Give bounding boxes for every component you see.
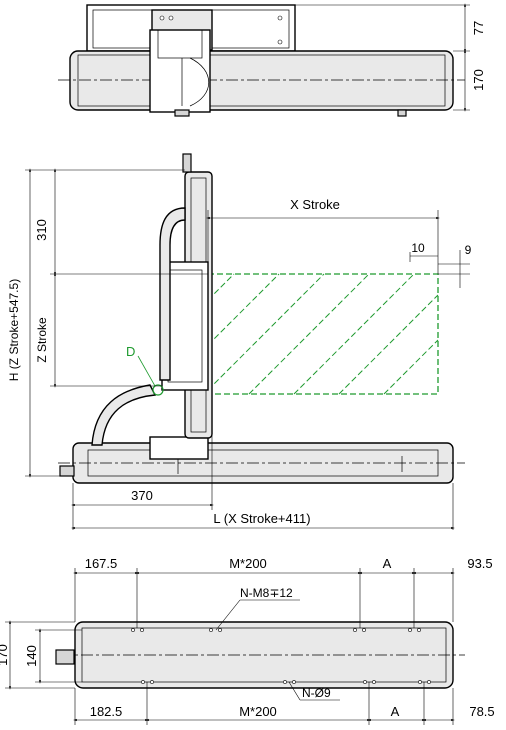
dim-9-label: 9 [465,243,472,257]
stroke-area-hatch [207,273,439,395]
hatch-line [207,273,325,391]
top-carriage-plate [157,29,203,59]
dim-170-label: 170 [471,69,486,91]
detail-d-label: D [126,344,135,359]
nm8-leader [215,599,241,631]
hatch-line [207,273,280,346]
hatch-line [293,273,415,395]
thru-hole [418,680,422,684]
dim-170-label: 170 [0,644,10,666]
top-hole [277,15,283,21]
tap-hole [362,628,366,632]
detail-d-leader [137,355,156,387]
z-connector [182,153,192,173]
top-connector [397,109,407,117]
dim-140-label: 140 [24,645,39,667]
nphi9-label: N-Ø9 [302,686,331,700]
dim-77-label: 77 [471,21,486,35]
dim-a-top-label: A [383,556,392,571]
dim-x-stroke-label: X Stroke [290,197,340,212]
cable-duct-upper [159,207,186,381]
bottom-view: 167.5 M*200 A 93.5 N-M8∓12 170 140 N-Ø9 … [0,556,495,725]
dim-a-bottom-label: A [391,704,400,719]
top-main-rail [69,50,454,111]
stroke-area [207,273,439,395]
tap-hole [131,628,135,632]
thru-hole [427,680,431,684]
detail-d-marker [152,384,164,396]
dim-z-stroke-label: Z Stroke [35,317,49,363]
tap-hole [218,628,222,632]
dim-310-label: 310 [34,219,49,241]
tap-hole [417,628,421,632]
nphi9-leader [288,681,301,701]
top-connector [174,109,190,117]
hatch-line [248,273,370,395]
thru-hole [292,680,296,684]
cable-duct-lower [91,384,157,446]
hatch-line [383,339,439,395]
thru-hole [363,680,367,684]
tap-hole [209,628,213,632]
top-view: 77 170 [58,3,486,117]
dim-167-5-label: 167.5 [85,556,118,571]
tap-hole [353,628,357,632]
top-hole [159,15,165,21]
dim-m200-bottom-label: M*200 [239,704,277,719]
x-carriage [149,436,209,460]
dim-182-5-label: 182.5 [90,704,123,719]
top-main-rail-inner [77,54,446,107]
dim-93-5-label: 93.5 [467,556,492,571]
base-connector [59,465,75,477]
dim-m200-top-label: M*200 [229,556,267,571]
nm8-label: N-M8∓12 [240,586,293,600]
base-rail-inner [87,449,439,477]
top-hole [168,15,174,21]
thru-hole [372,680,376,684]
bottom-connector [55,649,75,665]
mounting-holes-top [131,628,421,632]
thru-hole [150,680,154,684]
side-view: D X Stroke 10 9 310 Z Stroke H (Z Stroke… [7,153,472,530]
top-hole [277,39,283,45]
thru-hole [141,680,145,684]
hatch-line [338,294,439,395]
mounting-holes-bottom [141,680,431,684]
dim-h-label: H (Z Stroke+547.5) [7,279,21,381]
top-cable [181,57,209,107]
dim-370-label: 370 [131,488,153,503]
top-carriage [149,29,211,113]
dim-10-label: 10 [411,241,425,255]
dim-78-5-label: 78.5 [469,704,494,719]
tap-hole [140,628,144,632]
tap-hole [408,628,412,632]
thru-hole [283,680,287,684]
dim-l-label: L (X Stroke+411) [213,511,310,526]
hatch-line [207,273,235,301]
